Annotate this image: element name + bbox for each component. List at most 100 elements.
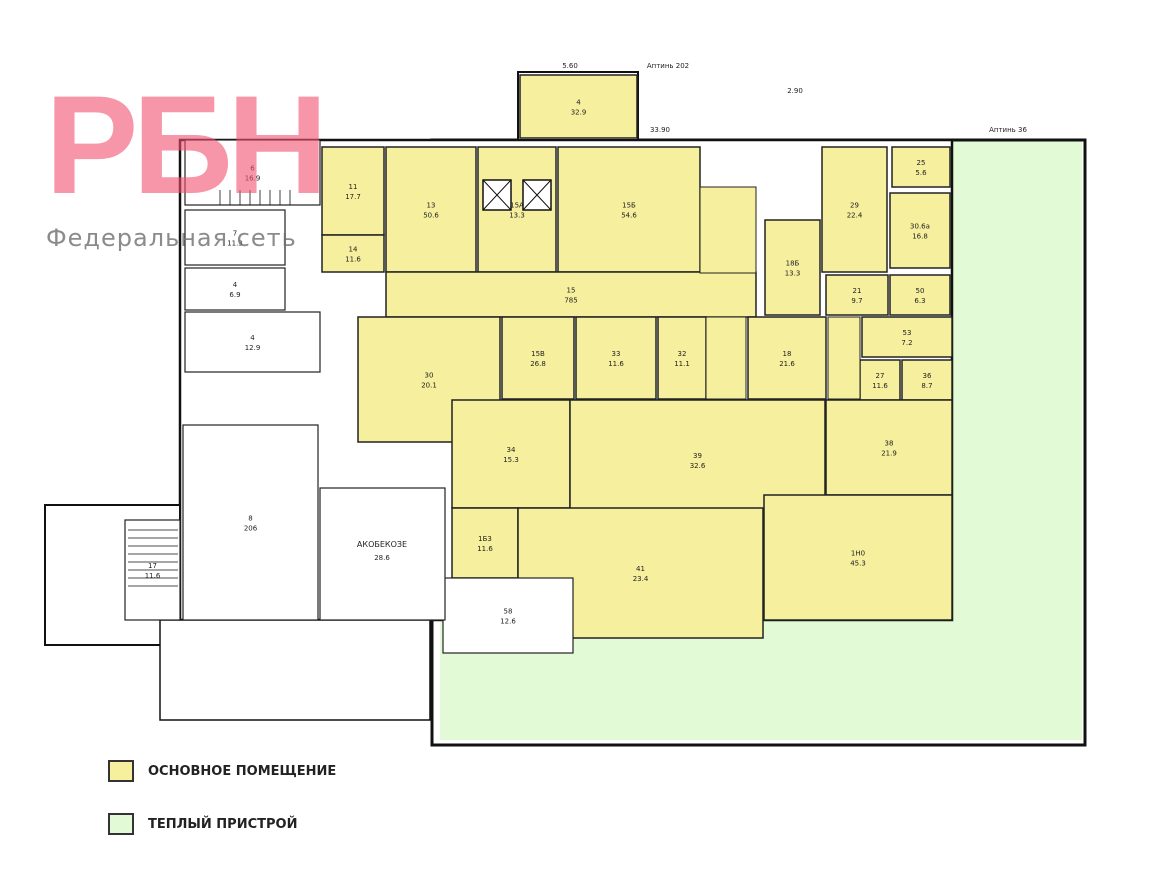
room-main bbox=[451, 507, 519, 579]
legend-item-annex: ТЕПЛЫЙ ПРИСТРОЙ bbox=[108, 813, 297, 835]
room-auxiliary bbox=[184, 267, 286, 311]
room-auxiliary bbox=[184, 311, 321, 373]
room-area: 32.6 bbox=[690, 462, 706, 470]
room-area: 13.3 bbox=[509, 212, 525, 220]
room-number: 25 bbox=[917, 159, 926, 167]
axis-label: Аптинь 202 bbox=[647, 62, 689, 70]
room-area: 11.3 bbox=[227, 240, 243, 248]
room-area: 17.7 bbox=[345, 193, 361, 201]
room-area: 16.9 bbox=[245, 175, 261, 183]
room-main bbox=[385, 146, 477, 273]
room-area: 206 bbox=[244, 525, 258, 533]
room-main bbox=[859, 359, 901, 401]
rbn-logo: РБН bbox=[45, 66, 328, 223]
room-number: 21 bbox=[853, 287, 862, 295]
room-main bbox=[575, 316, 657, 400]
room-number: 7 bbox=[233, 230, 237, 238]
legend-label-annex: ТЕПЛЫЙ ПРИСТРОЙ bbox=[148, 816, 298, 832]
elevator-cross bbox=[522, 179, 552, 211]
room-area: 11.1 bbox=[674, 360, 690, 368]
room-main bbox=[321, 146, 385, 236]
room-main bbox=[889, 274, 951, 316]
room-area: 9.7 bbox=[851, 297, 862, 305]
room-main bbox=[901, 359, 953, 401]
corridor-main bbox=[705, 316, 747, 400]
room-main bbox=[764, 219, 821, 316]
room-auxiliary bbox=[184, 209, 286, 266]
room-area: 11.6 bbox=[872, 382, 888, 390]
room-area: 11.6 bbox=[345, 256, 361, 264]
room-area: 6.9 bbox=[229, 291, 240, 299]
room-number: 41 bbox=[636, 565, 645, 573]
legend-swatch-annex bbox=[108, 813, 134, 835]
room-main bbox=[385, 271, 757, 318]
room-area: 11.6 bbox=[145, 572, 161, 580]
room-area: 21.9 bbox=[881, 450, 897, 458]
room-number: 29 bbox=[850, 202, 859, 210]
room-number: 30.6а bbox=[910, 223, 930, 231]
room-number: 30 bbox=[425, 372, 434, 380]
room-main bbox=[891, 146, 951, 188]
room-area: 5.6 bbox=[915, 169, 927, 177]
room-area: 6.3 bbox=[914, 297, 925, 305]
room-main bbox=[451, 399, 571, 509]
legend-swatch-main bbox=[108, 760, 134, 782]
room-area: 7.2 bbox=[901, 339, 912, 347]
room-number: 6 bbox=[250, 165, 255, 173]
legend-label-main: ОСНОВНОЕ ПОМЕЩЕНИЕ bbox=[148, 763, 337, 779]
room-main bbox=[321, 234, 385, 273]
room-main bbox=[501, 316, 575, 400]
room-number: 17 bbox=[148, 562, 157, 570]
hall-label: АКОБЕКОЗЕ bbox=[357, 540, 407, 549]
room-number: 8 bbox=[248, 515, 252, 523]
room-main bbox=[825, 274, 889, 316]
room-number: 15 bbox=[567, 287, 576, 295]
hall bbox=[319, 487, 446, 621]
room-area: 12.9 bbox=[245, 344, 261, 352]
room-number: 53 bbox=[903, 329, 912, 337]
room-area: 54.6 bbox=[621, 212, 637, 220]
room-auxiliary bbox=[182, 424, 319, 621]
dimension-label: 5.60 bbox=[562, 62, 578, 70]
room-number: 58 bbox=[504, 608, 513, 616]
room-number: 15Б bbox=[622, 202, 636, 210]
room-number: 11 bbox=[349, 183, 358, 191]
room-main bbox=[519, 74, 638, 139]
dimension-label: 2.90 bbox=[787, 87, 803, 95]
hall-area: 28.6 bbox=[374, 554, 390, 562]
room-auxiliary bbox=[184, 139, 321, 206]
room-main bbox=[861, 316, 953, 358]
room-main bbox=[747, 316, 827, 400]
room-number: 27 bbox=[876, 372, 885, 380]
room-number: 15А bbox=[510, 202, 524, 210]
room-number: 1Н0 bbox=[851, 550, 865, 558]
room-area: 32.9 bbox=[571, 109, 587, 117]
room-area: 50.6 bbox=[423, 212, 439, 220]
room-area: 20.1 bbox=[421, 382, 437, 390]
room-area: 15.3 bbox=[503, 456, 519, 464]
room-main bbox=[825, 399, 953, 496]
room-number: 4 bbox=[250, 334, 255, 342]
room-number: 18Б bbox=[786, 260, 800, 268]
room-number: 18 bbox=[783, 350, 792, 358]
elevator-cross bbox=[482, 179, 512, 211]
dimension-label: 33.90 bbox=[650, 126, 670, 134]
room-area: 13.3 bbox=[785, 270, 801, 278]
room-main bbox=[517, 507, 764, 639]
room-number: 36 bbox=[923, 372, 932, 380]
room-number: 4 bbox=[233, 281, 238, 289]
axis-label: Аптинь 36 bbox=[989, 126, 1027, 134]
room-main bbox=[557, 146, 701, 273]
room-number: 13 bbox=[427, 202, 436, 210]
logo-subtitle: Федеральная сеть bbox=[46, 224, 297, 252]
room-area: 21.6 bbox=[779, 360, 795, 368]
room-number: 15В bbox=[531, 350, 545, 358]
corridor-main bbox=[827, 316, 861, 400]
room-area: 16.8 bbox=[912, 233, 928, 241]
corridor-main bbox=[699, 186, 757, 274]
room-area: 22.4 bbox=[847, 212, 863, 220]
room-area: 785 bbox=[564, 297, 577, 305]
room-number: 4 bbox=[576, 99, 581, 107]
room-number: 38 bbox=[885, 440, 894, 448]
room-main bbox=[889, 192, 951, 269]
